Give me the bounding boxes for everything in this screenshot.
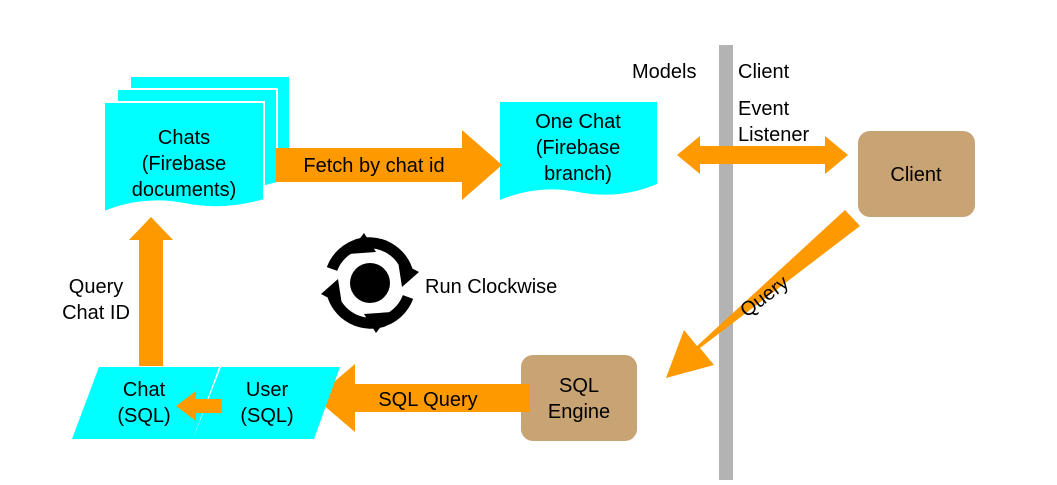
- fetch-arrow-label: Fetch by chat id: [303, 155, 444, 177]
- event-listener-line-2: Listener: [738, 124, 809, 146]
- one-chat-line-2: (Firebase: [536, 137, 620, 159]
- query-arrow: Query: [666, 210, 860, 378]
- user-to-chat-arrow: [176, 391, 222, 421]
- sql-engine-line-1: SQL: [559, 375, 599, 397]
- sql-engine-node: SQL Engine: [521, 355, 637, 441]
- query-chat-id-arrow: Query Chat ID: [62, 217, 173, 366]
- chats-documents-line-3: documents): [132, 179, 237, 201]
- client-node-label: Client: [890, 164, 942, 186]
- query-chat-id-line-1: Query: [69, 276, 123, 298]
- chat-sql-line-2: (SQL): [117, 405, 170, 427]
- chat-sql-node: Chat (SQL): [72, 367, 219, 439]
- user-sql-line-1: User: [246, 379, 289, 401]
- sql-engine-line-2: Engine: [548, 401, 610, 423]
- one-chat-line-3: branch): [544, 163, 612, 185]
- chats-documents-node: Chats (Firebase documents): [103, 75, 291, 214]
- sql-query-arrow: SQL Query: [315, 364, 530, 432]
- sql-query-arrow-label: SQL Query: [378, 389, 477, 411]
- query-arrow-label: Query: [736, 272, 793, 322]
- cycle-arrows-icon: [321, 233, 419, 333]
- event-listener-line-1: Event: [738, 98, 790, 120]
- chat-sql-line-1: Chat: [123, 379, 166, 401]
- fetch-by-chat-id-arrow: Fetch by chat id: [276, 130, 502, 200]
- user-sql-node: User (SQL): [193, 367, 340, 439]
- chats-documents-line-2: (Firebase: [142, 153, 226, 175]
- divider-label-models: Models: [632, 61, 696, 83]
- one-chat-line-1: One Chat: [535, 111, 621, 133]
- chats-documents-line-1: Chats: [158, 127, 210, 149]
- models-client-divider: [719, 45, 733, 480]
- query-chat-id-line-2: Chat ID: [62, 302, 130, 324]
- user-sql-line-2: (SQL): [240, 405, 293, 427]
- divider-label-client: Client: [738, 61, 790, 83]
- event-listener-arrow: Event Listener: [677, 98, 848, 174]
- client-node: Client: [858, 131, 975, 217]
- run-clockwise-label: Run Clockwise: [425, 276, 557, 298]
- one-chat-node: One Chat (Firebase branch): [500, 102, 657, 200]
